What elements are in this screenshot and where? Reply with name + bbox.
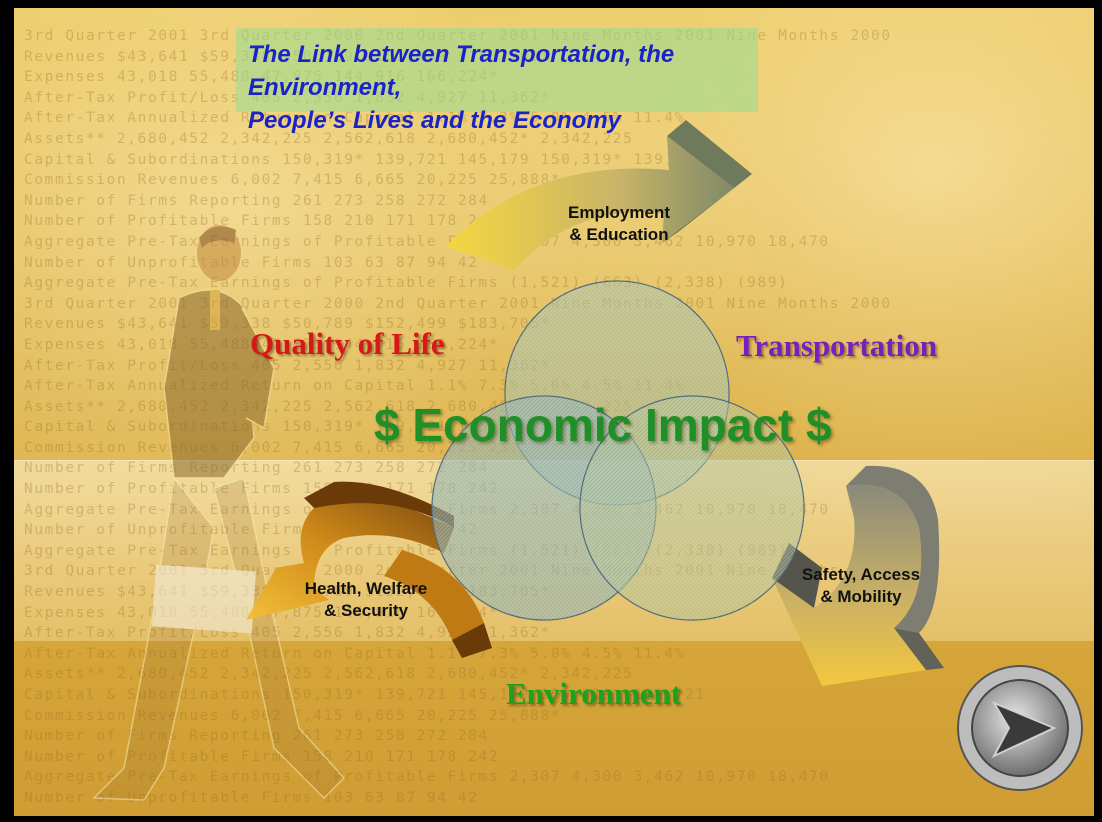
play-arrow-icon bbox=[991, 700, 1057, 759]
health-line-1: Health, Welfare bbox=[304, 579, 428, 598]
title-line-1: The Link between Transportation, the Env… bbox=[248, 41, 675, 101]
dot-seal-logo bbox=[957, 665, 1083, 791]
transportation-label: Transportation bbox=[736, 328, 937, 363]
employment-line-2: & Education bbox=[569, 225, 669, 244]
safety-access-mobility-label: Safety, Access & Mobility bbox=[786, 564, 936, 608]
economic-impact-label: $ Economic Impact $ bbox=[374, 399, 832, 451]
employment-arrow bbox=[446, 120, 752, 270]
safety-line-2: & Mobility bbox=[820, 587, 902, 606]
health-line-2: & Security bbox=[323, 601, 409, 620]
safety-line-1: Safety, Access bbox=[801, 565, 921, 584]
venn-diagram bbox=[431, 280, 805, 621]
slide-background: 3rd Quarter 2001 3rd Quarter 2000 2nd Qu… bbox=[14, 8, 1094, 816]
safety-arrow bbox=[772, 465, 944, 686]
quality-of-life-label: Quality of Life bbox=[250, 326, 445, 361]
health-welfare-security-label: Health, Welfare & Security bbox=[286, 578, 446, 622]
slide-title: The Link between Transportation, the Env… bbox=[236, 28, 758, 134]
health-arrow bbox=[246, 481, 492, 658]
employment-line-1: Employment bbox=[567, 203, 671, 222]
employment-education-label: Employment & Education bbox=[544, 202, 694, 246]
title-line-2: People’s Lives and the Economy bbox=[248, 107, 622, 134]
walking-man-figure bbox=[92, 225, 346, 801]
environment-label: Environment bbox=[506, 676, 682, 711]
diagram-art bbox=[92, 120, 1083, 801]
